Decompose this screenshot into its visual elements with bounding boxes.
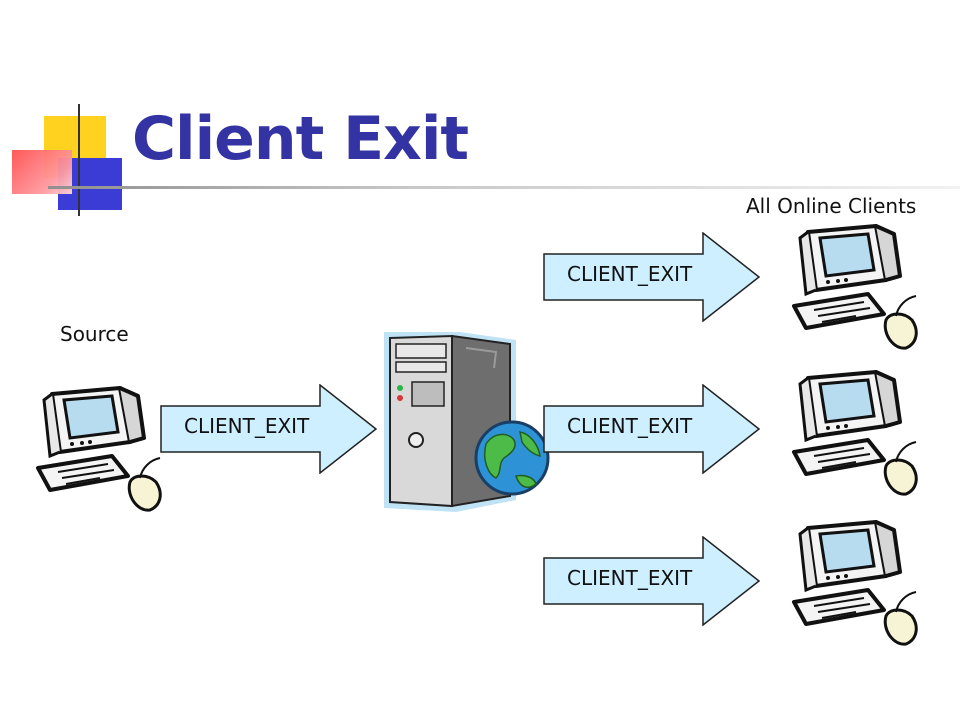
- decor-vertical-line: [78, 104, 80, 216]
- arrow-server-to-client-2: CLIENT_EXIT: [543, 384, 761, 474]
- title-divider: [48, 186, 960, 189]
- message-source-to-server: CLIENT_EXIT: [184, 414, 310, 438]
- arrow-source-to-server: CLIENT_EXIT: [160, 384, 378, 474]
- client-computer-1-icon: [786, 224, 926, 358]
- label-all-online-clients: All Online Clients: [746, 194, 917, 218]
- client-computer-3-icon: [786, 520, 926, 654]
- client-computer-2-icon: [786, 370, 926, 504]
- message-server-to-client-1: CLIENT_EXIT: [567, 262, 693, 286]
- web-server-icon: [376, 328, 552, 518]
- arrow-server-to-client-1: CLIENT_EXIT: [543, 232, 761, 322]
- source-computer-icon: [30, 386, 170, 520]
- message-server-to-client-2: CLIENT_EXIT: [567, 414, 693, 438]
- slide-title: Client Exit: [132, 104, 469, 174]
- arrow-server-to-client-3: CLIENT_EXIT: [543, 536, 761, 626]
- message-server-to-client-3: CLIENT_EXIT: [567, 566, 693, 590]
- label-source: Source: [60, 322, 129, 346]
